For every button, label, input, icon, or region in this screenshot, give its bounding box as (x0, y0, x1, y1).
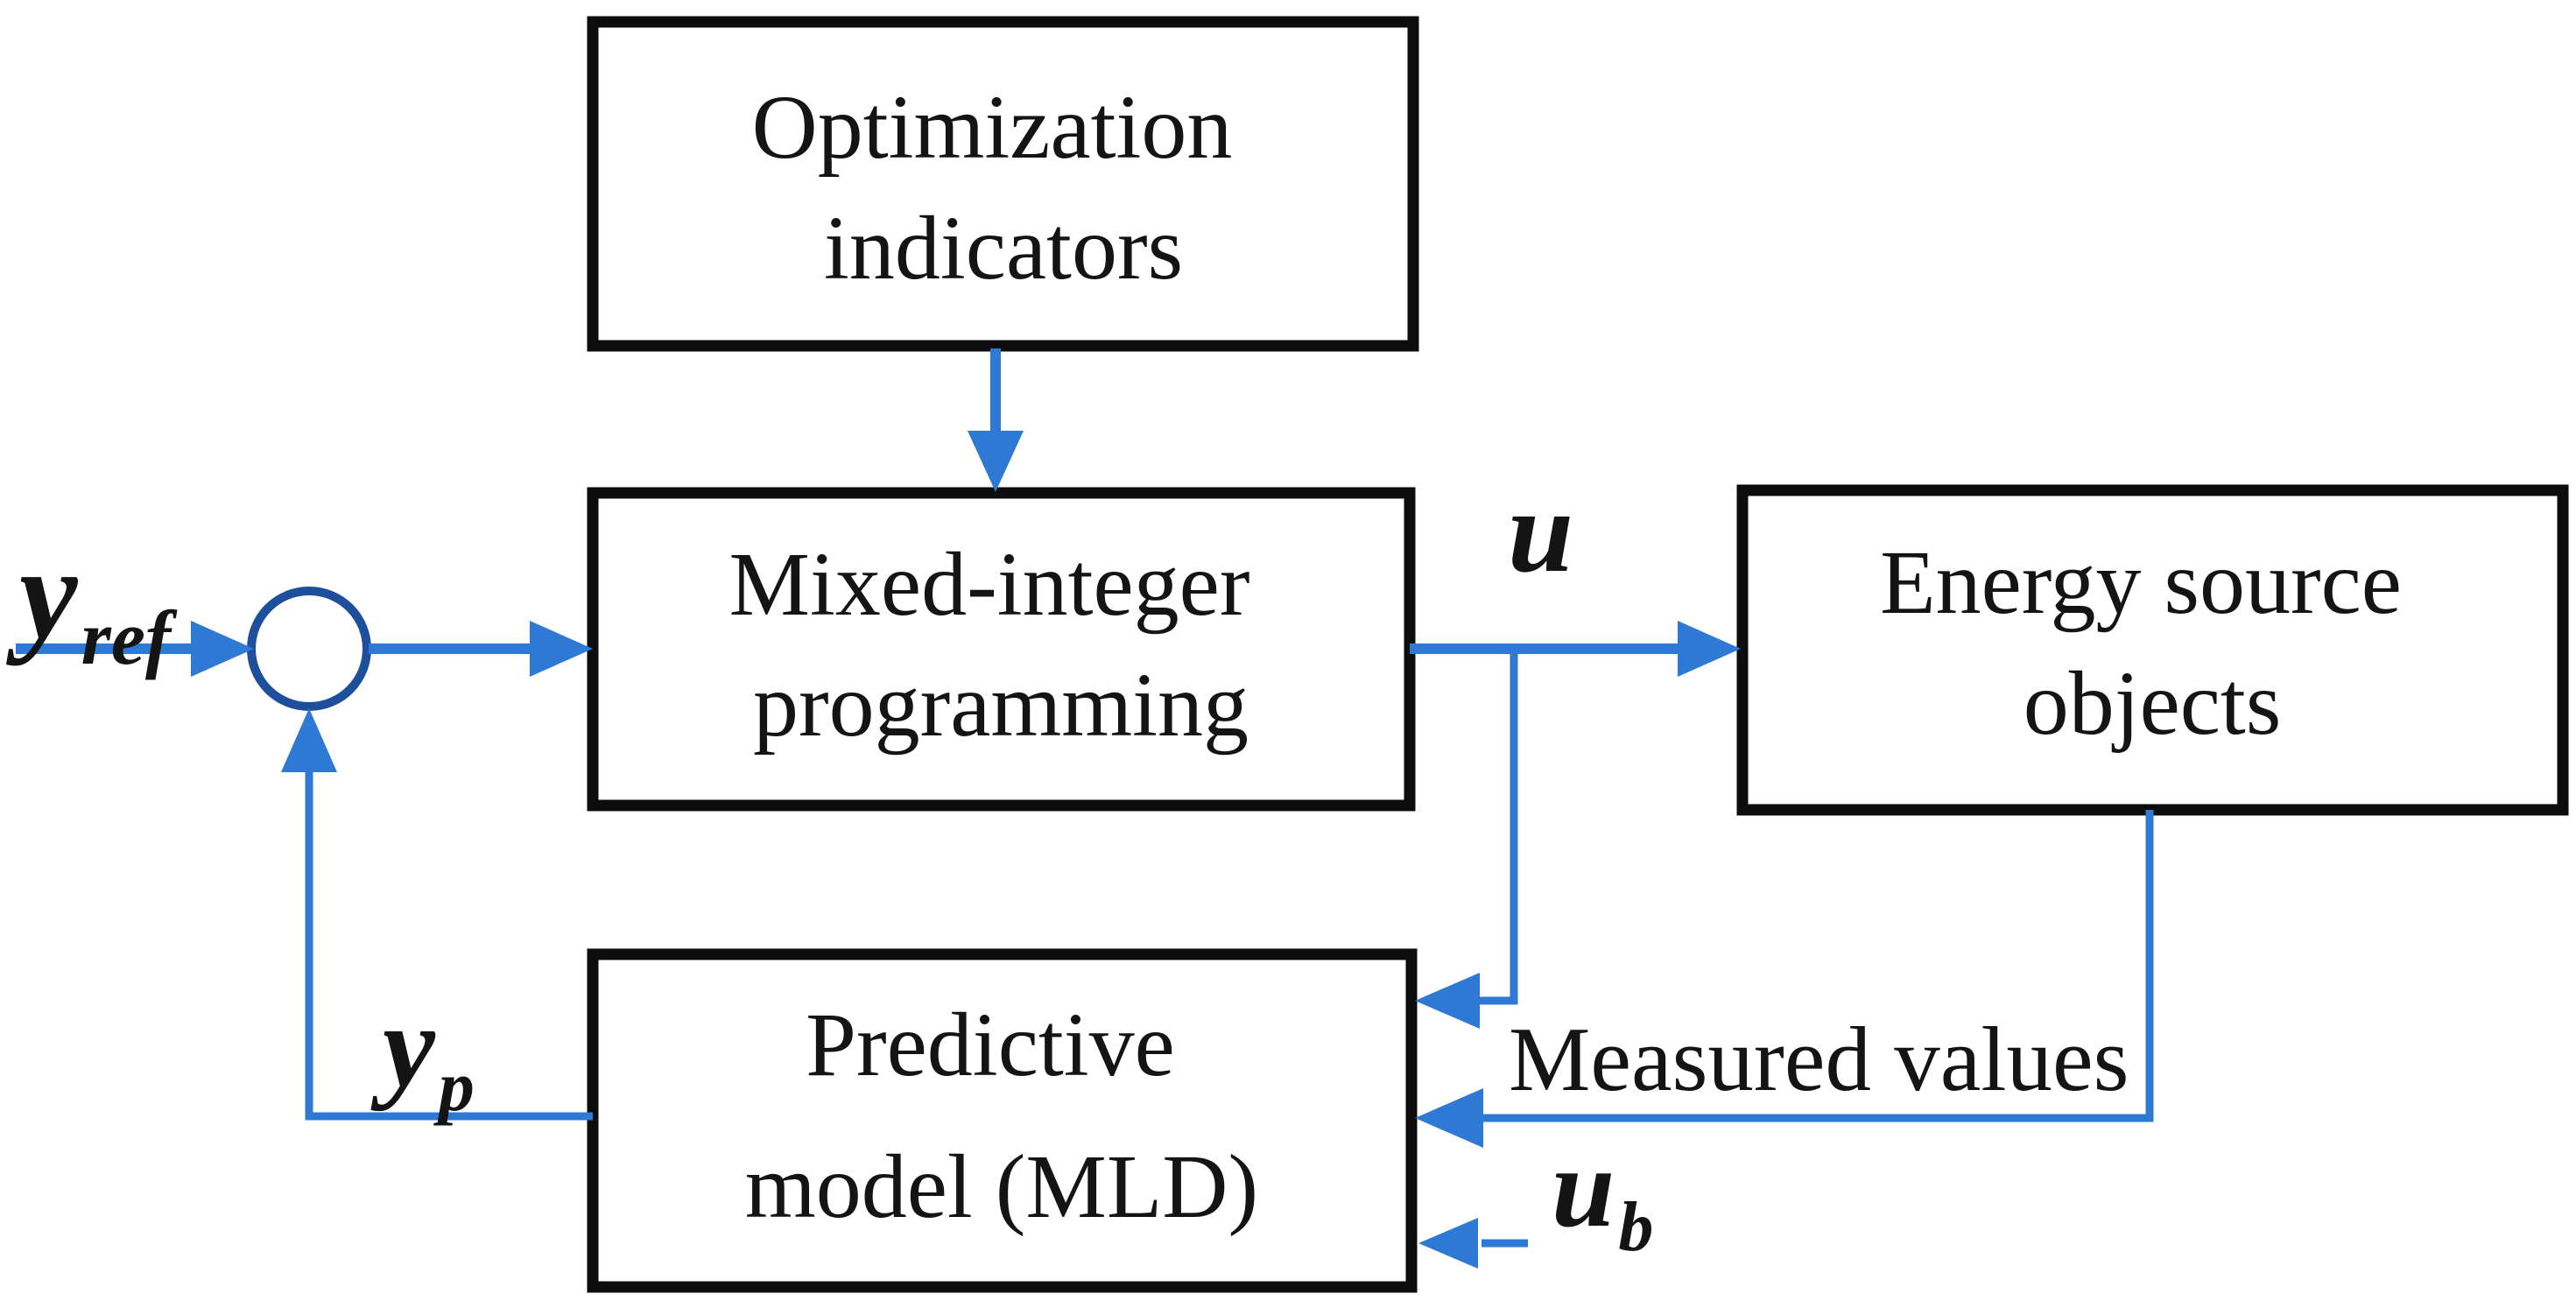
signal-label-u-base: u (1508, 467, 1573, 597)
u-b-arrowhead (1418, 1218, 1478, 1269)
signal-label-u-b-sub: b (1618, 1189, 1653, 1266)
signal-label-y-ref-sub: ref (81, 596, 178, 681)
signal-label-y-p-base: y (370, 981, 436, 1112)
optimization-to-mip-arrowhead (968, 431, 1024, 492)
measured-values-label: Measured values (1509, 1008, 2129, 1110)
optimization-indicators-box (587, 16, 1419, 352)
signal-label-y-p: y p (370, 981, 475, 1126)
predictive-model-label: Predictive model (MLD) (745, 995, 1258, 1237)
mixed-integer-programming-label: Mixed-integer programming (729, 534, 1273, 756)
measured-values-line (1482, 810, 2154, 1122)
u-feedback-arrowhead (1415, 973, 1480, 1029)
y-p-feedback-line (305, 772, 593, 1121)
energy-source-objects-label: Energy source objects (1880, 532, 2425, 754)
y-p-feedback-arrowhead (281, 708, 337, 772)
signal-label-u-b: u b (1552, 1125, 1653, 1266)
junction-to-mip-arrowhead (530, 621, 593, 677)
predictive-model-label-line1: Predictive (806, 995, 1175, 1095)
predictive-model-box (587, 948, 1418, 1293)
predictive-model-label-line2: model (MLD) (745, 1136, 1258, 1237)
mixed-integer-programming-label-line1: Mixed-integer (729, 534, 1250, 635)
u-output-arrowhead (1678, 621, 1741, 677)
signal-label-u: u (1508, 467, 1573, 597)
mixed-integer-programming-label-line2: programming (753, 655, 1249, 756)
u-feedback-branch-line (1478, 649, 1518, 1005)
optimization-indicators-label: Optimization indicators (752, 77, 1256, 299)
signal-label-y-ref: y ref (5, 521, 178, 681)
optimization-indicators-label-line2: indicators (824, 198, 1183, 299)
optimization-indicators-label-line1: Optimization (752, 77, 1233, 178)
signal-label-u-b-base: u (1552, 1125, 1615, 1251)
y-ref-input-arrowhead (191, 621, 254, 677)
summing-junction-circle (247, 587, 371, 711)
signal-label-y-p-sub: p (433, 1046, 475, 1126)
measured-values-arrowhead (1415, 1088, 1483, 1148)
energy-source-objects-label-line2: objects (2023, 653, 2282, 754)
energy-source-objects-label-line1: Energy source (1880, 532, 2402, 633)
